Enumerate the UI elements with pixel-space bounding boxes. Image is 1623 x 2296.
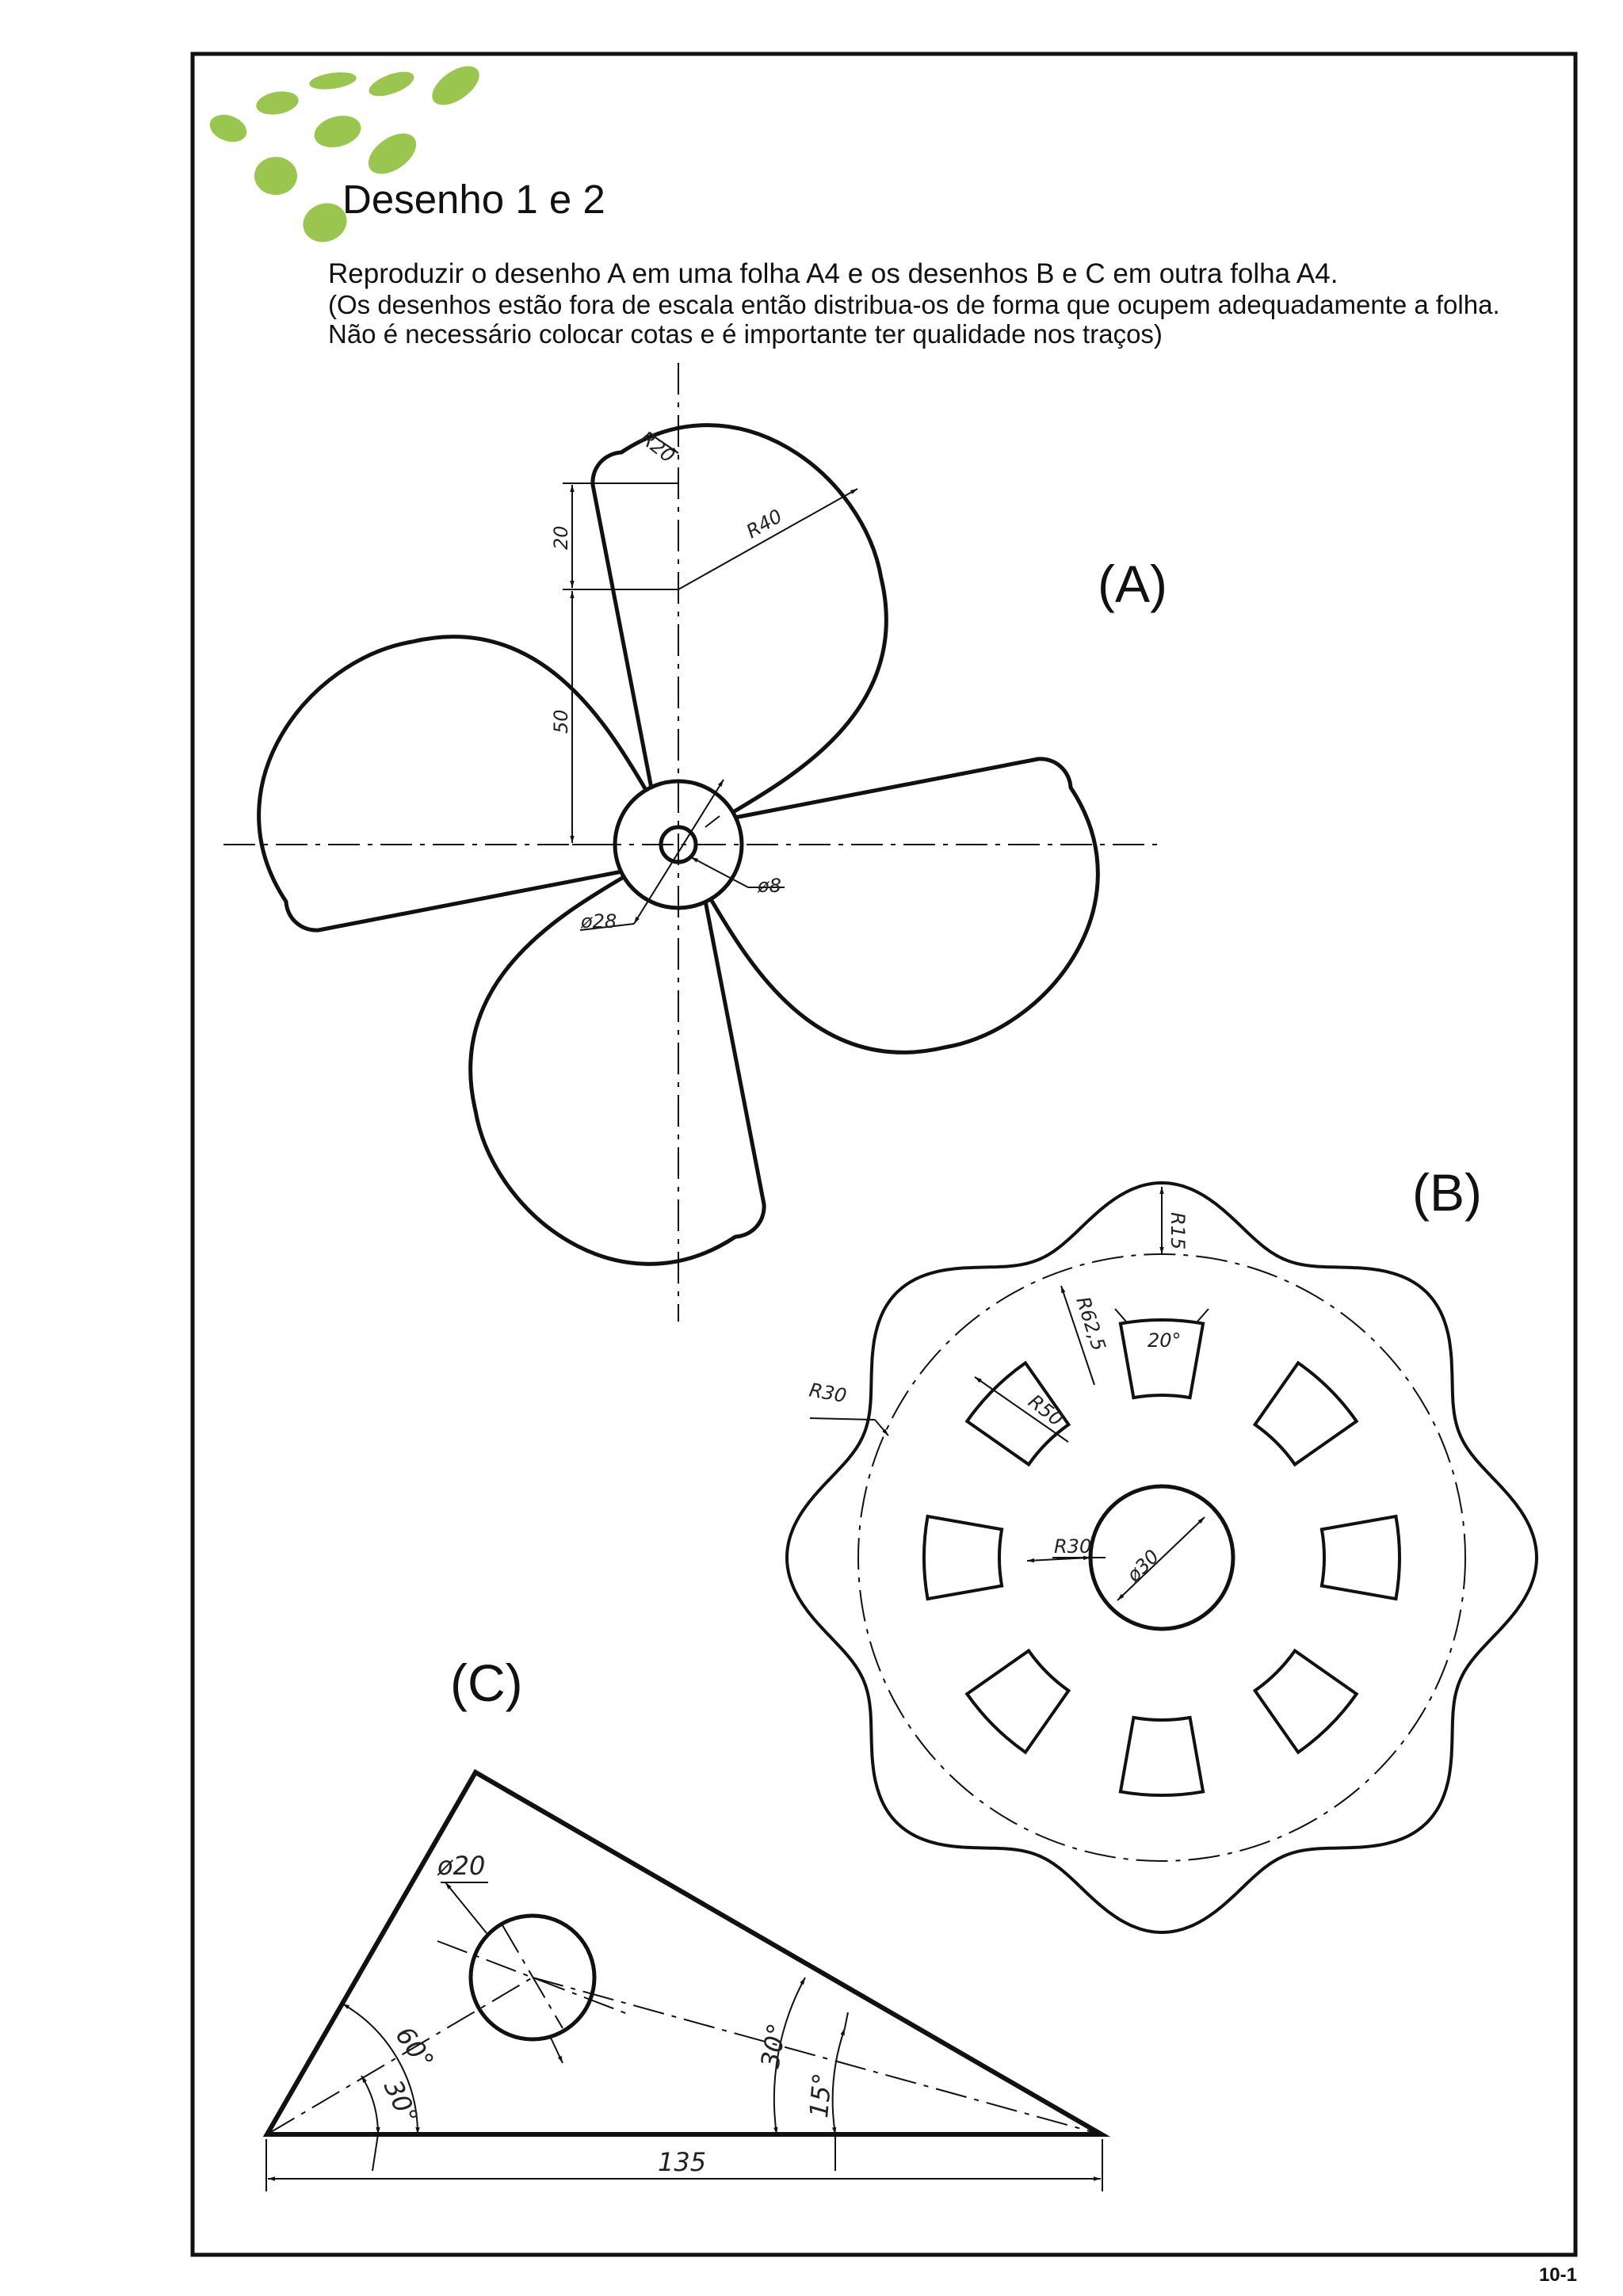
instruction-line-1: Reproduzir o desenho A em uma folha A4 e… [328, 258, 1338, 289]
instruction-line-3: Não é necessário colocar cotas e é impor… [328, 319, 1163, 349]
drawing-c-dim-text: ø20 60° 30° 30° 15° 135 [378, 1851, 838, 2177]
page-title: Desenho 1 e 2 [342, 177, 605, 222]
drawing-c-triangle [262, 1768, 1111, 2191]
brand-logo-dots [209, 66, 479, 242]
label-a: (A) [1098, 555, 1167, 613]
dim-dia28: ø28 [580, 910, 617, 933]
triangle-hole [468, 1913, 597, 2042]
dim-r30-outer: R30 [808, 1379, 848, 1407]
dim-dia8: ø8 [757, 875, 781, 897]
wheel-outline [785, 1181, 1538, 1934]
dim-dia30: ø30 [1122, 1545, 1163, 1586]
dim-a60: 60° [389, 2021, 440, 2075]
triangle-outline [262, 1768, 1111, 2137]
fan-blade [259, 637, 646, 931]
wheel-slot [964, 1648, 1071, 1755]
wheel-slot [1252, 1360, 1359, 1467]
dim-r50: R50 [1024, 1390, 1067, 1431]
page-number: 10-1 [1538, 2264, 1577, 2286]
wheel-slot [1252, 1648, 1359, 1755]
drawing-a-fan [223, 363, 1163, 1322]
drawing-c-dimensions [265, 1882, 1103, 2191]
dim-r20: R20 [636, 427, 678, 467]
drawing-b-wheel [785, 1181, 1538, 1934]
fan-blade [590, 423, 888, 814]
dim-135: 135 [658, 2147, 706, 2177]
drawing-a-dimensions [563, 432, 858, 931]
dim-dia20: ø20 [437, 1851, 485, 1881]
page-frame [190, 51, 1578, 2257]
fan-blade [471, 877, 765, 1264]
fan-blades [259, 423, 1098, 1264]
instruction-line-2: (Os desenhos estão fora de escala então … [328, 290, 1500, 319]
label-c: (C) [450, 1653, 523, 1712]
wheel-slot [922, 1514, 1004, 1601]
wheel-slot [1118, 1715, 1205, 1797]
wheel-slot [1118, 1318, 1205, 1400]
label-b: (B) [1412, 1163, 1482, 1222]
dim-r62: R62,5 [1071, 1294, 1109, 1353]
dim-a20: 20° [1148, 1329, 1182, 1352]
fan-blade [711, 759, 1098, 1053]
dim-20: 20 [550, 525, 572, 550]
dim-50: 50 [550, 709, 572, 734]
dim-r40: R40 [743, 505, 786, 543]
dim-r30-inner: R30 [1054, 1535, 1091, 1558]
wheel-slot [1319, 1514, 1401, 1601]
dim-a30-right: 30° [754, 2021, 792, 2070]
drawing-b-dimensions [809, 1187, 1209, 1601]
wheel-slot [964, 1360, 1071, 1467]
dim-a15: 15° [804, 2072, 838, 2119]
wheel-slots [922, 1318, 1401, 1797]
dim-r15: R15 [1167, 1212, 1189, 1249]
